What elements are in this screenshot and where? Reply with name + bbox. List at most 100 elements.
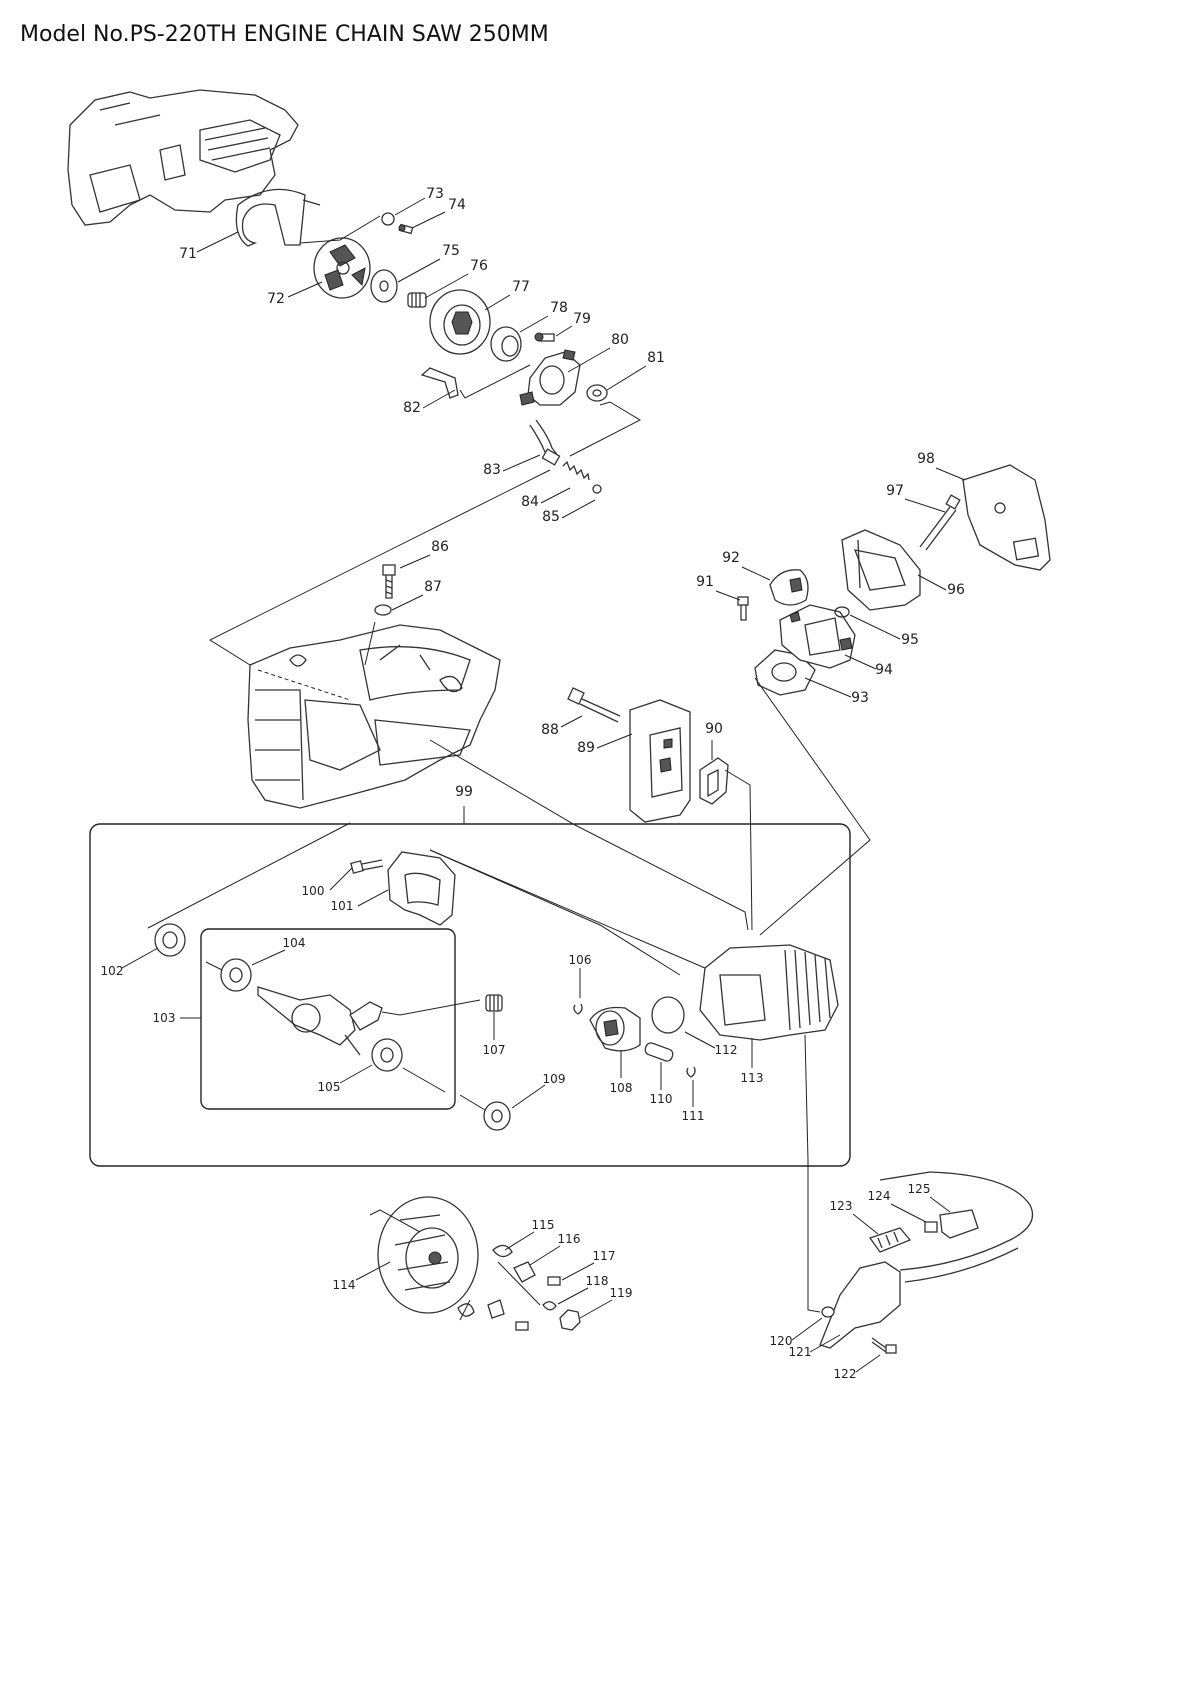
part-84-spring (562, 460, 590, 481)
part-114-flywheel (377, 1196, 479, 1314)
part-108-piston (589, 1006, 641, 1052)
flywheel-screw (515, 1321, 529, 1331)
callout-80: 80 (611, 332, 629, 348)
callout-101: 101 (331, 899, 354, 913)
callout-86: 86 (431, 539, 449, 555)
part-113-cylinder (699, 944, 839, 1041)
part-100-screw (350, 859, 384, 874)
callout-numbers: 7172737475767778798081828384858687888990… (101, 186, 965, 1381)
callout-124: 124 (868, 1189, 891, 1203)
callout-88: 88 (541, 722, 559, 738)
callout-96: 96 (947, 582, 965, 598)
callout-72: 72 (267, 291, 285, 307)
callout-77: 77 (512, 279, 530, 295)
callout-87: 87 (424, 579, 442, 595)
callout-85: 85 (542, 509, 560, 525)
part-124-spring (924, 1221, 938, 1233)
callout-84: 84 (521, 494, 539, 510)
callout-102: 102 (101, 964, 124, 978)
callout-105: 105 (318, 1080, 341, 1094)
part-121-ignition-coil (819, 1171, 1034, 1349)
part-111-circlip (686, 1066, 696, 1078)
flywheel-spring (457, 1303, 475, 1317)
part-91-screw (737, 596, 749, 621)
callout-74: 74 (448, 197, 466, 213)
clutch-cover-housing (67, 89, 299, 226)
callout-111: 111 (682, 1109, 705, 1123)
part-96-air-cleaner (841, 529, 921, 611)
part-83-oil-hose (529, 419, 561, 466)
part-104-bearing (220, 958, 252, 992)
part-71-brake-band (235, 188, 321, 247)
callout-89: 89 (577, 740, 595, 756)
callout-112: 112 (715, 1043, 738, 1057)
part-81-washer (586, 384, 608, 402)
callout-113: 113 (741, 1071, 764, 1085)
main-housing (247, 624, 501, 809)
part-76-needle-bearing (407, 292, 427, 308)
callout-98: 98 (917, 451, 935, 467)
part-79-screw (534, 332, 555, 342)
callout-108: 108 (610, 1081, 633, 1095)
part-107-needle-bearing (485, 994, 503, 1012)
callout-116: 116 (558, 1232, 581, 1246)
part-82-lever (420, 367, 459, 399)
callout-115: 115 (532, 1218, 555, 1232)
part-92-cover (769, 569, 809, 606)
callout-118: 118 (586, 1274, 609, 1288)
callout-120: 120 (770, 1334, 793, 1348)
flywheel-pawl (487, 1299, 505, 1319)
part-118-washer (542, 1301, 557, 1311)
part-73-washer (381, 212, 395, 226)
page-title: Model No.PS-220TH ENGINE CHAIN SAW 250MM (20, 22, 549, 47)
part-115-spring (492, 1244, 513, 1258)
callout-104: 104 (283, 936, 306, 950)
part-85-ball (592, 484, 602, 494)
callout-125: 125 (908, 1182, 931, 1196)
part-94-carburetor (779, 604, 856, 669)
leader-lines (121, 197, 966, 1373)
part-74-screw (398, 223, 414, 235)
crankshaft (257, 986, 383, 1056)
callout-103: 103 (153, 1011, 176, 1025)
callout-109: 109 (543, 1072, 566, 1086)
part-122-screw (871, 1337, 897, 1354)
part-105-bearing (371, 1038, 403, 1072)
callout-99: 99 (455, 784, 473, 800)
part-102-oil-seal (154, 923, 186, 957)
part-86-screw (382, 564, 396, 599)
part-98-cover-plate (962, 464, 1051, 571)
part-75-washer (370, 269, 398, 303)
part-95-o-ring (834, 606, 850, 618)
callout-93: 93 (851, 690, 869, 706)
callout-81: 81 (647, 350, 665, 366)
callout-117: 117 (593, 1249, 616, 1263)
callout-78: 78 (550, 300, 568, 316)
callout-114: 114 (333, 1278, 356, 1292)
callout-75: 75 (442, 243, 460, 259)
part-119-nut (559, 1309, 581, 1331)
part-116-pawl (513, 1261, 536, 1283)
callout-73: 73 (426, 186, 444, 202)
callout-106: 106 (569, 953, 592, 967)
part-106-circlip (573, 1003, 583, 1015)
part-112-piston-ring (651, 996, 685, 1034)
part-72-clutch (313, 237, 371, 299)
callout-90: 90 (705, 721, 723, 737)
part-125-plug-cap (939, 1209, 979, 1239)
callout-83: 83 (483, 462, 501, 478)
part-90-gasket (699, 757, 729, 805)
callout-122: 122 (834, 1367, 857, 1381)
part-77-clutch-drum (429, 289, 491, 355)
part-117-screw (547, 1276, 561, 1286)
callout-76: 76 (470, 258, 488, 274)
engine-kit-frame-99 (89, 823, 851, 1167)
callout-71: 71 (179, 246, 197, 262)
callout-110: 110 (650, 1092, 673, 1106)
callout-100: 100 (302, 884, 325, 898)
part-88-screw (567, 687, 621, 723)
part-97-screw (919, 494, 961, 551)
callout-123: 123 (830, 1199, 853, 1213)
callout-97: 97 (886, 483, 904, 499)
